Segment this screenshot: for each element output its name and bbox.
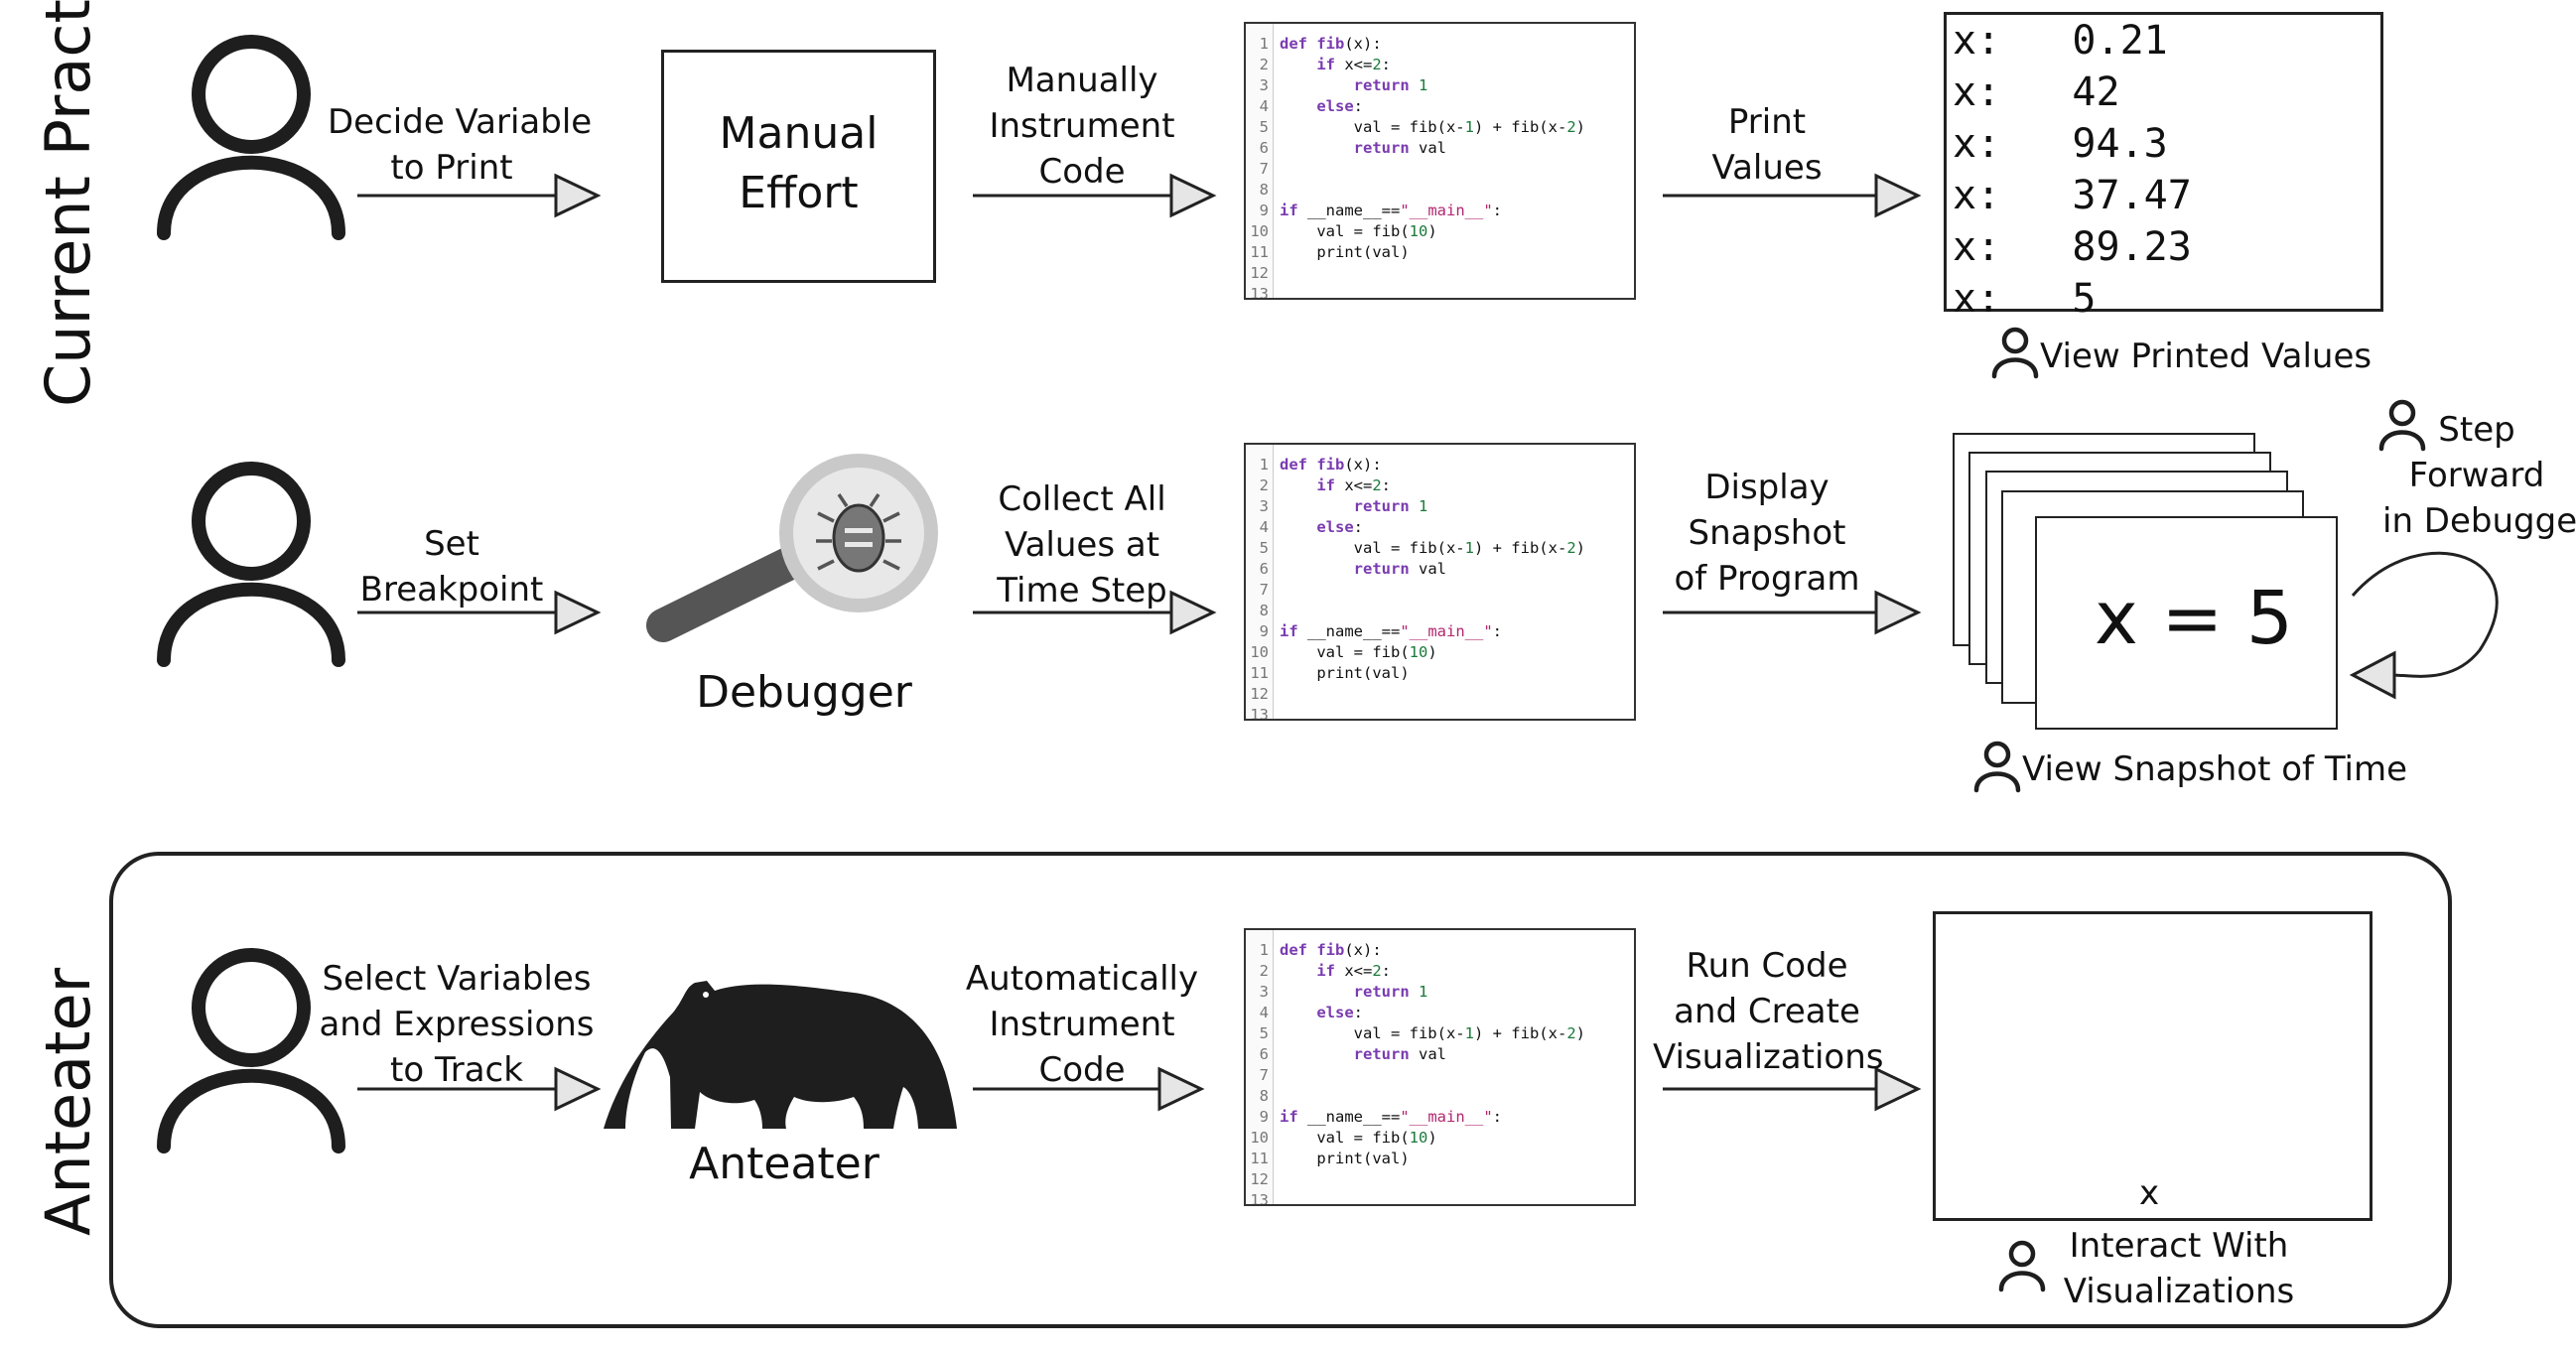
line-number: 4 bbox=[1259, 1004, 1269, 1021]
line-number: 13 bbox=[1250, 1191, 1269, 1206]
line-number: 9 bbox=[1259, 1108, 1269, 1126]
line-number: 7 bbox=[1259, 581, 1269, 599]
output-row: x: 89.23 bbox=[1953, 224, 2192, 270]
line-number: 8 bbox=[1259, 602, 1269, 619]
line-number: 7 bbox=[1259, 160, 1269, 178]
output-row: x: 37.47 bbox=[1953, 173, 2192, 218]
code-text: def fib(x): if x<=2: return 1 else: val … bbox=[1280, 941, 1585, 1167]
line-number: 2 bbox=[1259, 962, 1269, 980]
line-number: 7 bbox=[1259, 1066, 1269, 1084]
line-number: 9 bbox=[1259, 202, 1269, 219]
caption-view-printed-values: View Printed Values bbox=[2040, 337, 2373, 376]
line-number: 2 bbox=[1259, 476, 1269, 494]
line-number: 5 bbox=[1259, 539, 1269, 557]
line-number: 3 bbox=[1259, 983, 1269, 1001]
visualization-panel bbox=[1933, 911, 2373, 1221]
line-number: 12 bbox=[1250, 1170, 1269, 1188]
anteater-frame bbox=[109, 852, 2452, 1328]
line-number: 6 bbox=[1259, 1045, 1269, 1063]
line-number: 1 bbox=[1259, 35, 1269, 53]
line-number: 1 bbox=[1259, 456, 1269, 474]
manual-effort-box bbox=[661, 50, 936, 283]
output-row: x: 0.21 bbox=[1953, 18, 2168, 64]
user-icon bbox=[2001, 1243, 2043, 1289]
line-number: 5 bbox=[1259, 1024, 1269, 1042]
line-number: 13 bbox=[1250, 285, 1269, 300]
anteater-icon bbox=[604, 981, 957, 1129]
snapshot-card-front bbox=[2035, 516, 2338, 730]
line-number: 2 bbox=[1259, 56, 1269, 73]
printed-output-console: x: 0.21 x: 42 x: 94.3 x: 37.47 x: 89.23 … bbox=[1944, 12, 2383, 322]
snapshot-value: x = 5 bbox=[2095, 576, 2293, 661]
line-number: 3 bbox=[1259, 497, 1269, 515]
output-row: x: 5 bbox=[1953, 276, 2097, 322]
anteater-label: Anteater bbox=[689, 1139, 880, 1189]
line-number: 12 bbox=[1250, 264, 1269, 282]
line-number: 5 bbox=[1259, 118, 1269, 136]
line-number: 6 bbox=[1259, 139, 1269, 157]
histogram-x-label: x bbox=[2138, 1173, 2160, 1213]
caption-view-snapshot: View Snapshot of Time bbox=[2022, 749, 2408, 789]
line-number: 10 bbox=[1250, 643, 1269, 661]
line-number: 11 bbox=[1250, 1150, 1269, 1167]
code-text: def fib(x): if x<=2: return 1 else: val … bbox=[1280, 456, 1585, 682]
line-number: 11 bbox=[1250, 243, 1269, 261]
user-icon bbox=[1976, 744, 2018, 790]
line-number: 3 bbox=[1259, 76, 1269, 94]
line-number: 8 bbox=[1259, 1087, 1269, 1105]
line-number: 4 bbox=[1259, 518, 1269, 536]
debugger-magnifier-icon bbox=[646, 454, 938, 642]
output-row: x: 94.3 bbox=[1953, 121, 2168, 167]
line-number: 8 bbox=[1259, 181, 1269, 199]
line-number: 12 bbox=[1250, 685, 1269, 703]
line-number: 10 bbox=[1250, 1129, 1269, 1147]
person-icon bbox=[164, 42, 339, 233]
person-icon bbox=[164, 955, 339, 1147]
line-number: 4 bbox=[1259, 97, 1269, 115]
output-row: x: 42 bbox=[1953, 69, 2120, 115]
line-number: 6 bbox=[1259, 560, 1269, 578]
line-number: 10 bbox=[1250, 222, 1269, 240]
line-number: 1 bbox=[1259, 941, 1269, 959]
loop-arrow bbox=[2351, 551, 2499, 678]
person-icon bbox=[164, 469, 339, 660]
line-number: 9 bbox=[1259, 622, 1269, 640]
line-number: 11 bbox=[1250, 664, 1269, 682]
debugger-label: Debugger bbox=[696, 667, 912, 718]
user-icon bbox=[1994, 330, 2036, 376]
line-number: 13 bbox=[1250, 706, 1269, 721]
code-text: def fib(x): if x<=2: return 1 else: val … bbox=[1280, 35, 1585, 261]
